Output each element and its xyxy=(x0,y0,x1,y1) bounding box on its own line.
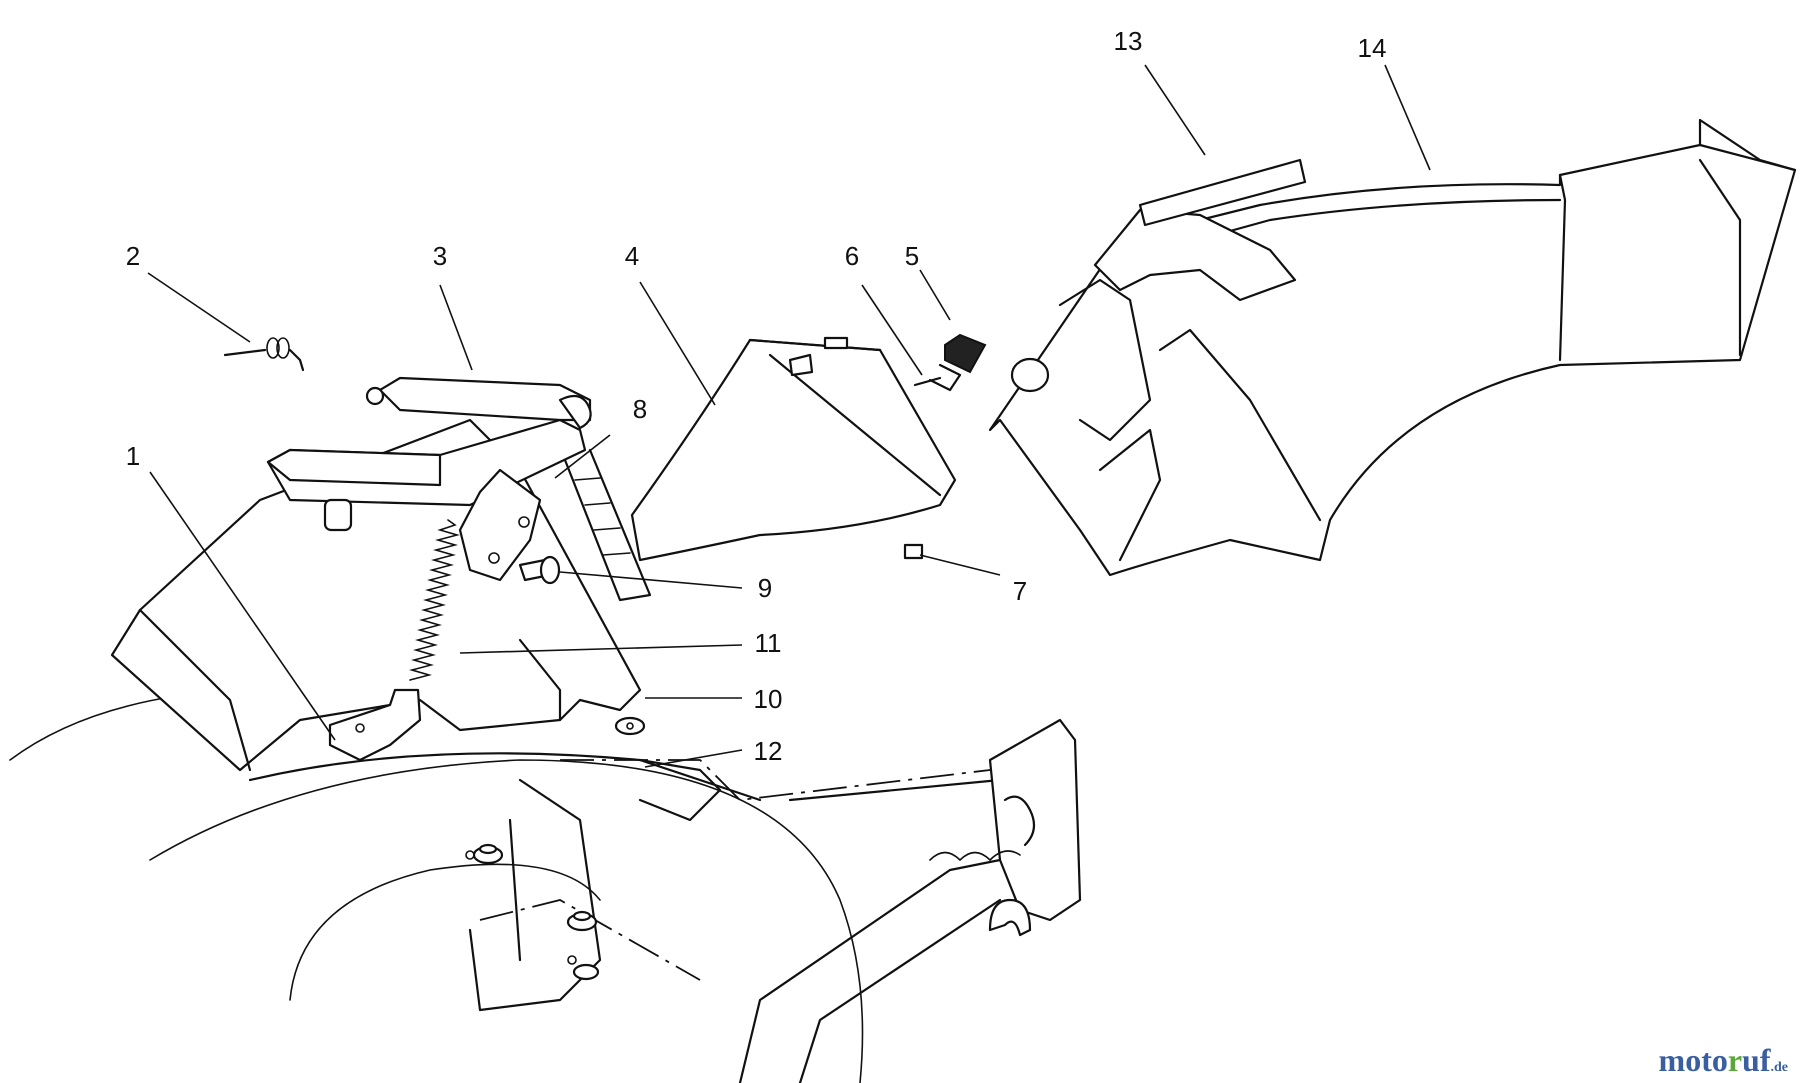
callout-12: 12 xyxy=(754,736,783,766)
rod xyxy=(913,376,942,387)
callout-8: 8 xyxy=(633,394,647,424)
extension-spring xyxy=(409,519,460,681)
callout-1: 1 xyxy=(126,441,140,471)
callout-11: 11 xyxy=(755,628,782,658)
callout-9: 9 xyxy=(758,573,772,603)
callout-14: 14 xyxy=(1358,33,1387,63)
hinge-plate xyxy=(328,688,422,762)
callout-2: 2 xyxy=(126,241,140,271)
callout-7: 7 xyxy=(1013,576,1027,606)
bag-chute xyxy=(563,336,957,602)
grip-handle xyxy=(928,333,987,392)
rear-deflector xyxy=(988,118,1797,577)
mower-deck xyxy=(9,689,1082,1083)
callout-6: 6 xyxy=(845,241,859,271)
callout-10: 10 xyxy=(754,684,783,714)
clip xyxy=(903,543,924,560)
seal-strip xyxy=(1138,158,1307,227)
torsion-spring xyxy=(223,337,305,372)
callout-labels: 1 2 3 4 5 6 7 8 9 10 11 12 13 14 xyxy=(126,26,1387,766)
callout-13: 13 xyxy=(1114,26,1143,56)
callout-leaders xyxy=(147,64,1431,768)
callout-4: 4 xyxy=(625,241,639,271)
spring-bracket xyxy=(458,468,542,582)
callout-5: 5 xyxy=(905,241,919,271)
bolt xyxy=(518,555,561,585)
watermark-logo: motoruf.de xyxy=(1658,1042,1788,1078)
callout-3: 3 xyxy=(433,241,447,271)
